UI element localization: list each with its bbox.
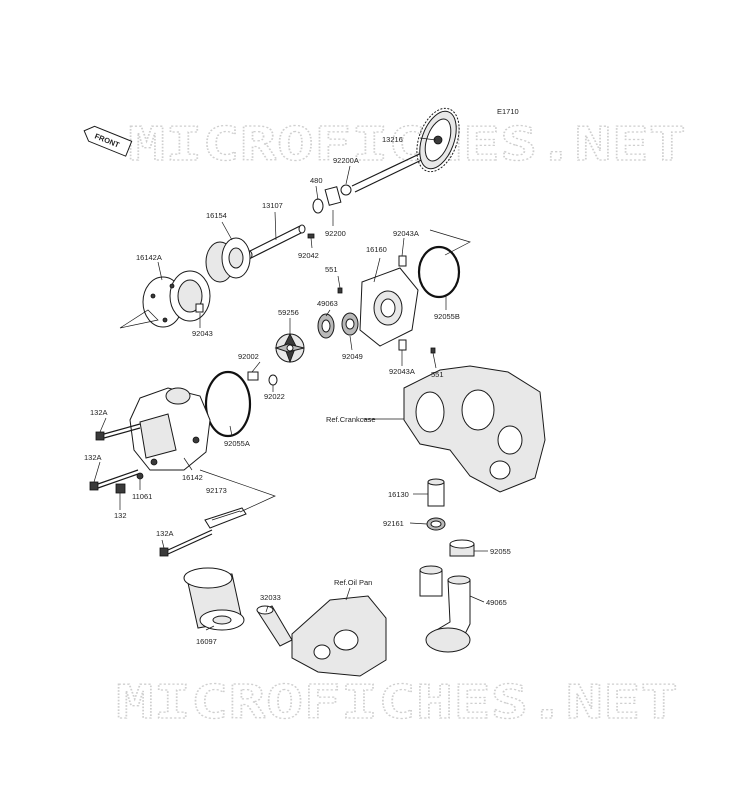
label-49063: 49063 <box>317 299 338 308</box>
part-pump-body-16142 <box>129 387 211 471</box>
bolt-132 <box>115 483 126 494</box>
label-132a-middle: 132A <box>84 453 102 462</box>
ref-crankcase-outline <box>403 365 546 493</box>
part-fitting-16130 <box>427 478 445 507</box>
part-housing-16142a <box>142 270 211 328</box>
label-92173: 92173 <box>206 486 227 495</box>
label-551-top: 551 <box>325 265 338 274</box>
label-92002: 92002 <box>238 352 259 361</box>
label-92043a-bottom: 92043A <box>389 367 415 376</box>
oring-92055a <box>204 370 252 438</box>
front-arrow-badge: FRONT <box>83 125 133 157</box>
label-11061: 11061 <box>132 492 152 501</box>
label-92042: 92042 <box>298 251 319 260</box>
watermark-top: MICROFICHES.NET <box>128 117 686 171</box>
label-92200: 92200 <box>325 229 346 238</box>
label-92049: 92049 <box>342 352 363 361</box>
bolt-132a-top <box>95 423 141 441</box>
part-cover-16160 <box>359 267 419 347</box>
oring-92055b <box>417 245 461 299</box>
washer-92022 <box>268 374 278 386</box>
dowel-92043 <box>195 303 204 313</box>
diagram-code: E1710 <box>497 107 519 116</box>
label-16160: 16160 <box>366 245 387 254</box>
bolt-92002 <box>247 371 259 381</box>
pin-551-top <box>337 287 343 294</box>
label-132a-bottom: 132A <box>156 529 174 538</box>
oring-92055 <box>449 539 475 557</box>
ref-oil-pan-outline <box>291 595 387 677</box>
label-92055a: 92055A <box>224 439 250 448</box>
circlip-480 <box>312 198 324 214</box>
part-labels: 13216 92200A 480 92200 16154 13107 92042… <box>84 135 511 646</box>
pin-92042 <box>307 233 315 239</box>
label-92043a-top: 92043A <box>393 229 419 238</box>
label-ref-crankcase: Ref.Crankcase <box>326 415 376 424</box>
leader-lines <box>93 137 488 631</box>
pin-551-bottom <box>430 347 436 354</box>
label-480: 480 <box>310 176 323 185</box>
part-rotor-16154 <box>205 237 251 283</box>
label-132a-top: 132A <box>90 408 108 417</box>
part-pipe-49065 <box>419 565 471 653</box>
label-132: 132 <box>114 511 127 520</box>
washer-11061 <box>136 472 144 480</box>
label-49065: 49065 <box>486 598 507 607</box>
label-16142: 16142 <box>182 473 203 482</box>
label-92161: 92161 <box>383 519 404 528</box>
label-32033: 32033 <box>260 593 281 602</box>
leader-triangle-left <box>119 309 159 329</box>
plate-92200 <box>324 186 342 206</box>
label-16142a: 16142A <box>136 253 162 262</box>
label-92022: 92022 <box>264 392 285 401</box>
label-ref-oil-pan: Ref.Oil Pan <box>334 578 372 587</box>
part-impeller-59256 <box>274 333 305 364</box>
label-92200a: 92200A <box>333 156 359 165</box>
label-13216: 13216 <box>382 135 403 144</box>
label-92055: 92055 <box>490 547 511 556</box>
watermark-bottom: MICROFICHES.NET <box>116 675 678 729</box>
label-16130: 16130 <box>388 490 409 499</box>
label-13107: 13107 <box>262 201 283 210</box>
front-arrow-shape <box>83 125 133 157</box>
label-16154: 16154 <box>206 211 227 220</box>
label-92055b: 92055B <box>434 312 460 321</box>
label-16097: 16097 <box>196 637 217 646</box>
label-551-bottom: 551 <box>431 370 444 379</box>
label-59256: 59256 <box>278 308 299 317</box>
dowel-92043a-bottom <box>398 339 407 351</box>
part-oil-filter-16097 <box>183 567 245 631</box>
part-gear-shaft <box>351 107 460 193</box>
dowel-92043a-top <box>398 255 407 267</box>
label-92043: 92043 <box>192 329 213 338</box>
bolt-132a-middle <box>89 469 139 491</box>
part-strainer-92173 <box>204 507 247 529</box>
washer-92200a <box>340 184 352 196</box>
part-tube-32033 <box>256 605 293 647</box>
